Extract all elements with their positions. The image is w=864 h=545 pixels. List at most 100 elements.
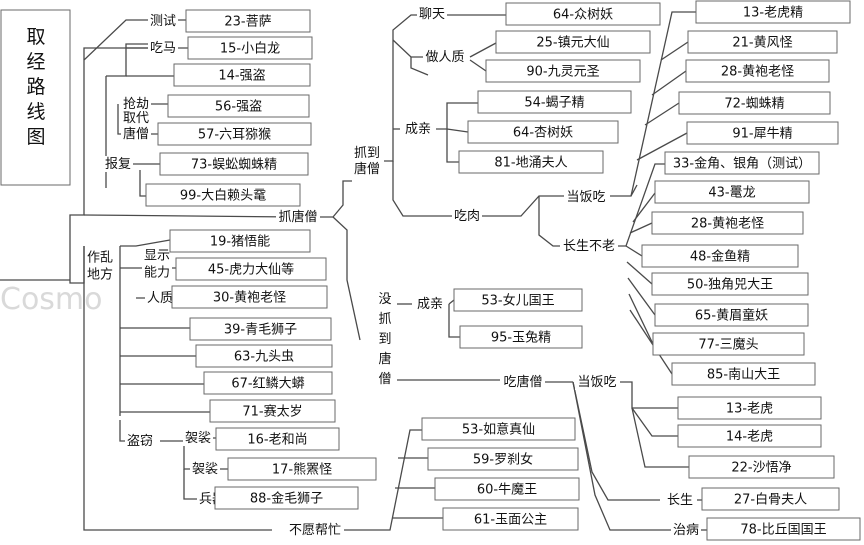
mind-map-node: 57-六耳猕猴 [157,122,312,146]
mind-map-node: 65-黄眉童妖 [654,303,809,327]
branch-label: 袈裟 [185,430,211,446]
mind-map-node: 13-老虎 [677,396,822,420]
node-box [677,396,822,420]
branch-label: 长生 [667,493,693,508]
branch-label-bg [276,209,320,225]
connector-line [636,132,688,161]
branch-label-bg [575,374,619,390]
node-label: 22-沙悟净 [731,461,791,476]
mind-map-node: 28-黄袍老怪 [685,59,830,83]
branch-label: 袈裟 [192,461,218,477]
node-label: 91-犀牛精 [732,127,792,142]
mind-map-node: 59-罗刹女 [427,447,579,471]
connector-line [446,129,459,163]
mind-map-node: 90-九灵元圣 [485,59,641,83]
node-box [687,30,838,54]
node-label: 99-大白赖头鼋 [180,188,266,204]
node-box [706,517,861,541]
node-label: 56-强盗 [215,99,262,115]
node-label: 14-强盗 [218,68,265,84]
node-box [685,59,830,83]
node-label: 43-鼍龙 [708,186,755,201]
mind-map-node: 30-黄袍老怪 [171,285,328,309]
node-label: 81-地涌夫人 [494,156,567,171]
node-box [195,344,333,368]
node-box [701,487,840,511]
connector-line [632,192,656,223]
branch-label: 当饭吃 [577,374,616,390]
node-label: 60-牛魔王 [477,483,537,498]
node-label: 45-虎力大仙等 [208,262,294,278]
branch-label: 不愿帮忙 [289,523,341,538]
branch-label: 成亲 [405,122,431,137]
node-box [641,244,799,268]
node-label: 28-黄袍老怪 [691,217,764,232]
mind-map-node: 85-南山大王 [671,362,816,386]
node-box [671,362,816,386]
mind-map-node: 25-镇元大仙 [495,30,651,54]
branch-label-bg [286,522,344,538]
branch-label-bg [85,249,115,283]
mind-map-node: 45-虎力大仙等 [175,257,327,281]
branch-label-bg [501,374,545,390]
node-box [652,332,805,356]
connector-line [83,214,299,218]
node-label: 65-黄眉童妖 [695,308,768,324]
branch-label: 抢劫 [123,96,149,112]
branch-label-bg [403,121,433,137]
branch-label-bg [665,492,695,508]
connector-line [627,277,656,316]
node-label: 50-独角兕大王 [687,278,773,293]
node-box [159,152,309,176]
node-label: 85-南山大王 [707,367,780,383]
node-box [677,424,822,448]
connector-line [651,70,687,96]
connector-line [626,261,653,285]
branch-label: 抓唐僧 [278,209,317,225]
node-box [458,150,604,174]
mind-map-node: 64-众树妖 [505,2,661,26]
mind-map-node: 95-玉兔精 [459,325,583,349]
node-label: 73-蜈蚣蜘蛛精 [191,158,277,173]
mind-map-node: 15-小白龙 [187,36,313,60]
node-box [187,36,313,60]
mind-map-node: 33-金角、银角（测试） [664,151,820,175]
connector-line [183,469,200,500]
node-label: 48-金鱼精 [690,249,750,265]
mind-map-node: 39-青毛狮子 [189,317,332,341]
connector-line [332,216,361,341]
mind-map-node: 54-蝎子精 [477,90,632,114]
node-box [173,63,311,87]
node-box [442,507,579,531]
connector-line [469,42,497,58]
mind-map-node: 61-玉面公主 [442,507,579,531]
connector-line [625,245,643,257]
title-panel: 取经路线图 [0,9,71,186]
watermark: Cosmo [0,282,103,317]
mind-map-node: 67-红鳞大蟒 [203,371,333,395]
connector-line [469,59,487,72]
node-label: 16-老和尚 [247,433,307,448]
connector-line [628,293,654,345]
mind-map-node: 64-杏树妖 [467,120,619,144]
mind-map-node: 22-沙悟净 [688,455,835,479]
branch-label: 吃唐僧 [503,374,542,390]
branch-label: 做人质 [425,50,464,65]
mind-map-node: 14-强盗 [173,63,311,87]
connector-line [572,381,675,531]
node-box [421,417,576,441]
node-label: 21-黄风怪 [732,36,792,51]
connector-line [340,429,422,531]
branch-label-bg [377,289,393,389]
mind-map-node: 28-黄袍老怪 [651,211,804,235]
node-box [495,30,651,54]
node-label: 59-罗刹女 [473,452,533,468]
connector-line [630,184,638,197]
node-label: 57-六耳猕猴 [198,128,271,143]
connector-line [620,381,678,409]
branch-label-bg [183,430,213,446]
connector-line [610,11,696,197]
mind-map-node: 81-地涌夫人 [458,150,604,174]
connector-line [629,222,653,234]
connector-line [392,161,455,217]
